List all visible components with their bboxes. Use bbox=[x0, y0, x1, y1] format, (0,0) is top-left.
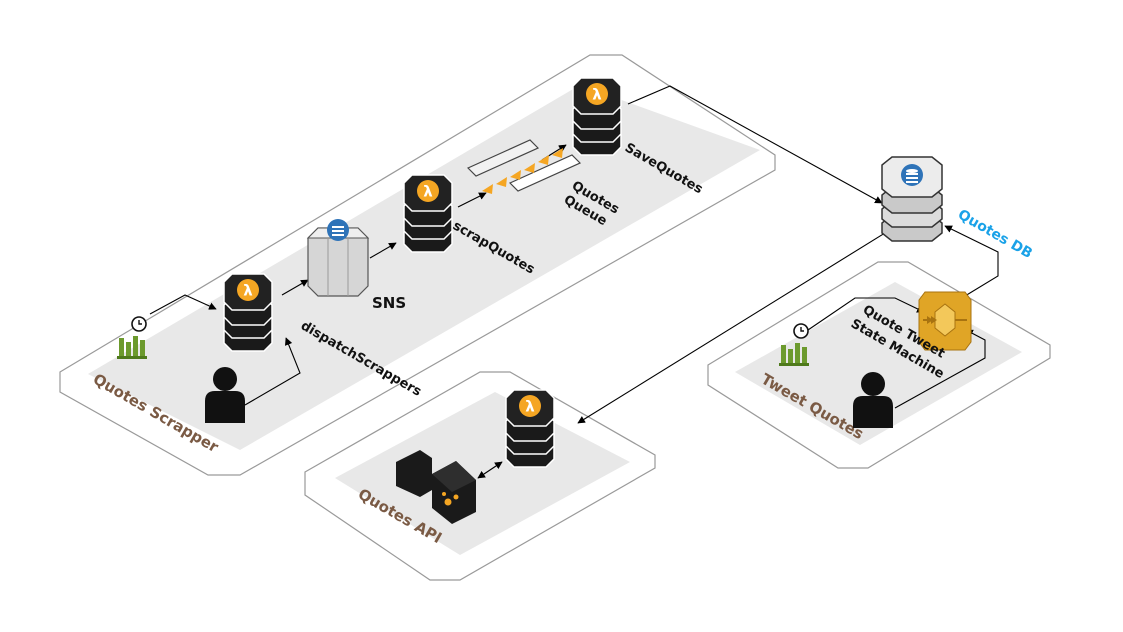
sns-topic-icon bbox=[306, 219, 370, 297]
api-gateway-icon bbox=[396, 450, 476, 524]
edge-scrap-to-queue bbox=[457, 192, 487, 208]
lambda-icon bbox=[505, 389, 555, 468]
edge-sns-to-scrap bbox=[369, 242, 397, 259]
edge-save-to-db bbox=[627, 85, 883, 204]
sqs-queue-icon bbox=[466, 139, 582, 194]
edge-sm-to-db bbox=[944, 225, 999, 297]
edge-user-to-dispatch bbox=[244, 337, 301, 406]
node-label-db: Quotes DB bbox=[955, 207, 1035, 262]
edge-api-db bbox=[577, 227, 894, 424]
connectors bbox=[149, 85, 999, 479]
lambda-icon bbox=[223, 273, 273, 352]
lambda-icon bbox=[403, 174, 453, 253]
edge-schedule-to-sm bbox=[807, 297, 925, 331]
edge-dispatch-to-sns bbox=[281, 279, 309, 296]
group-quotes-scrapper: Quotes Scrapper bbox=[59, 54, 776, 476]
lambda-icon bbox=[572, 77, 622, 156]
edge-gateway-api-lambda bbox=[477, 461, 503, 479]
edge-schedule-to-dispatch bbox=[149, 294, 217, 315]
edge-user-to-sm bbox=[894, 329, 986, 409]
node-label-sns: SNS bbox=[372, 294, 406, 312]
step-functions-icon bbox=[918, 291, 972, 351]
dynamodb-icon bbox=[881, 156, 943, 242]
group-tweet-quotes: Tweet Quotes bbox=[707, 261, 1051, 469]
